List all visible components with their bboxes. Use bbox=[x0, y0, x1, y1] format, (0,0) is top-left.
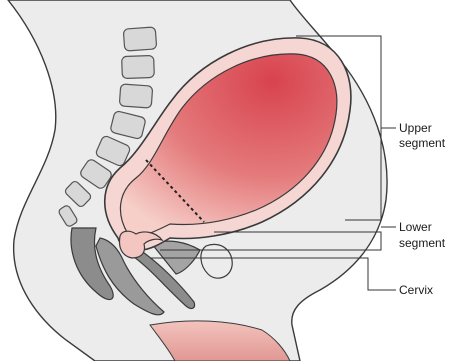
lower-segment-label-line1: Lower bbox=[399, 220, 432, 234]
vertebra bbox=[123, 27, 156, 51]
vertebra bbox=[119, 84, 152, 108]
vertebra bbox=[122, 55, 155, 78]
lower-segment-label-line2: segment bbox=[399, 236, 445, 250]
upper-segment-label-line1: Upper bbox=[399, 121, 432, 135]
upper-segment-label-line2: segment bbox=[399, 136, 445, 150]
cervix-label: Cervix bbox=[399, 283, 433, 297]
